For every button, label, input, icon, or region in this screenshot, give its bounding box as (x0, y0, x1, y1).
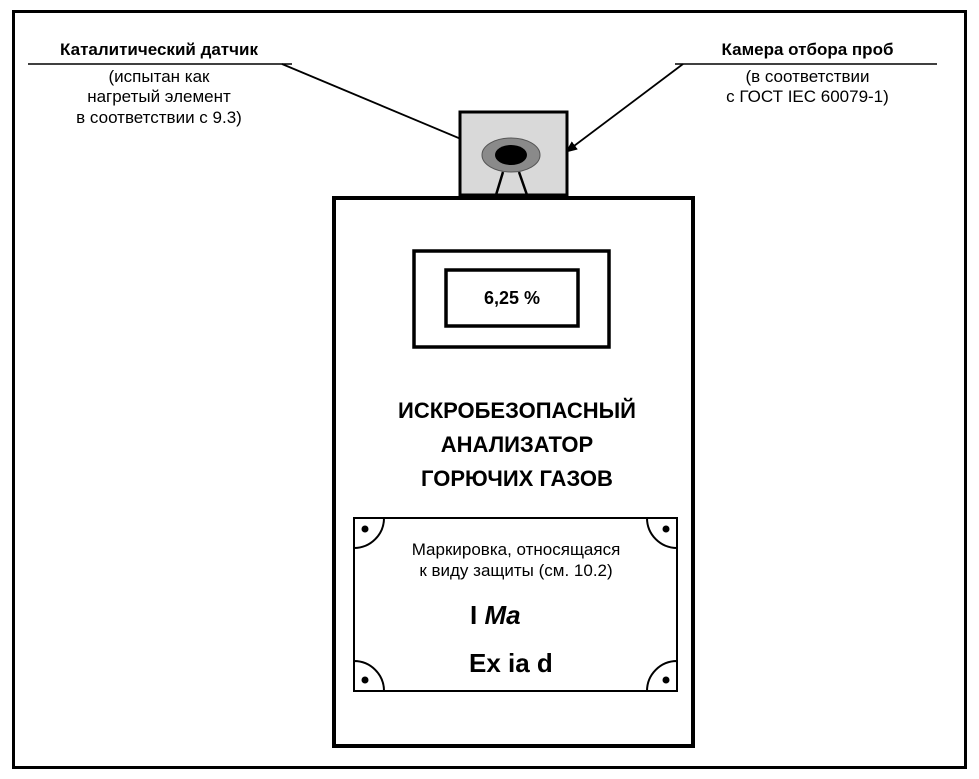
marking-text-line: к виду защиты (см. 10.2) (419, 561, 613, 581)
chamber-label-title: Камера отбора проб (721, 40, 894, 59)
sensor-note-line: нагретый элемент (87, 87, 231, 107)
device-title-line: АНАЛИЗАТОР (440, 432, 594, 458)
display-reading: 6,25 % (483, 287, 541, 308)
sensor-label-title: Каталитический датчик (60, 40, 258, 59)
sensor-note-line: (испытан как (108, 67, 210, 86)
group-prefix: I (470, 600, 485, 630)
device-body (332, 196, 695, 748)
sensor-lead-right (517, 171, 529, 196)
chamber-label-note: (в соответствии с ГОСТ IEC 60079-1) (680, 67, 935, 108)
marking-text-line: Маркировка, относящаяся (411, 540, 621, 559)
plate-screw-bottom-left (353, 659, 386, 692)
chamber-note-line: (в соответствии (745, 67, 870, 86)
device-title: ИСКРОБЕЗОПАСНЫЙ АНАЛИЗАТОР ГОРЮЧИХ ГАЗОВ (340, 394, 694, 496)
display-inner (444, 268, 580, 328)
sensor-label-note: (испытан как нагретый элемент в соответс… (30, 67, 288, 128)
chamber-leader-arrow (565, 63, 684, 153)
plate-screw-top-left (353, 517, 386, 550)
display-outer (412, 249, 611, 349)
protection-type-marking: Ex ia d (469, 648, 553, 678)
chamber-note-line: с ГОСТ IEC 60079-1) (726, 87, 889, 107)
device-title-line: ГОРЮЧИХ ГАЗОВ (421, 466, 613, 492)
device-title-line: ИСКРОБЕЗОПАСНЫЙ (398, 398, 636, 423)
group-suffix: Ma (484, 600, 521, 630)
plate-screw-top-right (645, 517, 678, 550)
marking-plate (353, 517, 678, 692)
sensor-lead-left (494, 171, 505, 196)
catalytic-sensor-core (495, 145, 527, 165)
plate-screw-bottom-right (645, 659, 678, 692)
sensor-note-line: в соответствии с 9.3) (76, 107, 242, 127)
equipment-group-marking: I Ma (470, 600, 521, 631)
diagram-frame (12, 10, 967, 769)
marking-text: Маркировка, относящаяся к виду защиты (с… (356, 539, 676, 582)
sensor-leader-arrow (281, 63, 493, 153)
